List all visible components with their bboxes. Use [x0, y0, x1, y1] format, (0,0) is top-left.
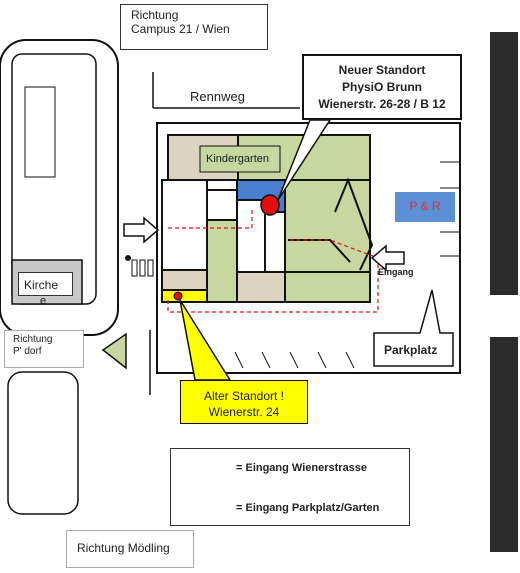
entrance-label: Eingang	[378, 267, 414, 277]
direction-moedling: Richtung Mödling	[77, 541, 170, 555]
slot-5	[234, 351, 244, 369]
street-rennweg: Rennweg	[190, 89, 245, 104]
legend-item-wienerstrasse: = Eingang Wienerstrasse	[236, 462, 368, 474]
direction-pdorf-line1: Richtung	[13, 334, 53, 345]
gate-bar-2	[139, 259, 146, 277]
road-gap	[490, 295, 518, 337]
gate-post	[125, 255, 131, 261]
direction-box-pdorf: Richtung P' dorf	[4, 330, 84, 368]
building-left-lower	[161, 269, 208, 291]
direction-pdorf-line2: P' dorf	[13, 346, 42, 357]
garden-right-lower	[284, 271, 371, 303]
slot-6	[261, 351, 271, 369]
path-inner	[288, 239, 351, 263]
entrance-arrow-right	[370, 244, 405, 272]
legend-box	[170, 448, 410, 526]
route-dashed-2	[167, 239, 379, 313]
pr-label: P & R	[409, 199, 441, 213]
building-center	[236, 199, 266, 273]
old-location-title: Alter Standort !	[203, 389, 285, 403]
route-dashed	[168, 210, 253, 229]
church-tower	[24, 86, 56, 178]
slot-9	[345, 351, 355, 369]
building-mid-green	[206, 219, 238, 303]
park-and-ride-box	[395, 192, 455, 222]
new-location-name: PhysiO Brunn	[341, 80, 422, 94]
main-road-wienerstrasse	[490, 32, 518, 552]
direction-box-moedling: Richtung Mödling	[66, 530, 194, 568]
building-left	[161, 179, 208, 271]
church-label: Kirche	[24, 278, 59, 292]
garden-right	[284, 179, 371, 273]
church-label-e: e	[40, 295, 47, 307]
new-location-title: Neuer Standort	[338, 63, 426, 77]
new-location-address: Wienerstr. 26-28 / B 12	[318, 97, 446, 111]
building-center-2	[264, 211, 286, 273]
direction-triangle	[101, 332, 127, 370]
new-location-marker	[260, 194, 280, 216]
direction-campus-line2: Campus 21 / Wien	[131, 22, 230, 36]
slot-8	[317, 351, 327, 369]
legend-item-parkplatz: = Eingang Parkplatz/Garten	[236, 502, 380, 514]
old-location-marker	[173, 291, 183, 301]
parkplatz-callout	[373, 289, 454, 367]
building-mid	[206, 189, 238, 221]
new-location-callout: Neuer Standort PhysiO Brunn Wienerstr. 2…	[302, 54, 462, 120]
new-callout-pointer	[277, 119, 332, 201]
gate-bar-1	[131, 259, 138, 277]
garden-lower-tan	[236, 271, 286, 303]
church-label-box	[18, 272, 73, 296]
gate-bar-3	[147, 259, 154, 277]
path-wedge	[334, 177, 374, 271]
slot-7	[289, 351, 299, 369]
old-location-callout: Alter Standort ! Wienerstr. 24	[180, 380, 308, 424]
parkplatz-label: Parkplatz	[384, 343, 438, 357]
old-location-address: Wienerstr. 24	[208, 405, 280, 419]
old-location-yellow	[161, 289, 208, 303]
direction-campus-line1: Richtung	[131, 8, 179, 22]
bottom-left-block	[7, 371, 79, 515]
kindergarten-label: Kindergarten	[206, 153, 269, 165]
entrance-arrow-left	[123, 216, 160, 244]
direction-box-campus: Richtung Campus 21 / Wien	[120, 4, 268, 50]
kindergarten-label-box	[199, 145, 281, 173]
